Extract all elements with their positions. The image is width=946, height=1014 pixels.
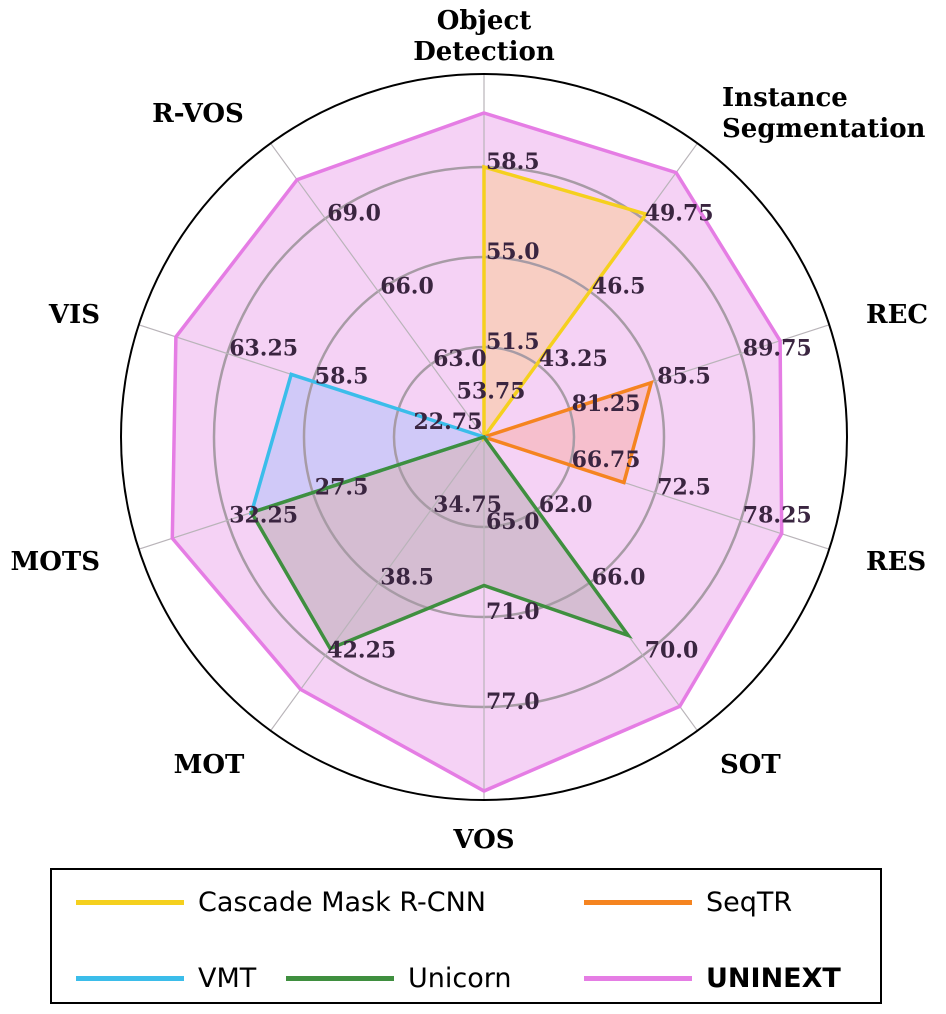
tick-label: 22.75 <box>414 409 483 435</box>
tick-label: 70.0 <box>645 637 699 663</box>
tick-label: 27.5 <box>315 475 369 501</box>
legend-item-unicorn: Unicorn <box>286 958 511 998</box>
axis-label: RES <box>866 547 926 577</box>
tick-label: 43.25 <box>539 346 608 372</box>
legend-item-vmt: VMT <box>76 958 256 998</box>
tick-label: 85.5 <box>657 363 711 389</box>
axis-label: MOTS <box>10 547 100 577</box>
tick-label: 81.25 <box>572 391 641 417</box>
grid-spoke <box>270 142 485 438</box>
series-line-cascade-mask-r-cnn <box>482 164 649 443</box>
tick-label: 32.25 <box>229 502 298 528</box>
tick-label: 63.0 <box>433 346 487 372</box>
series-fill-unicorn <box>251 437 629 649</box>
legend-label: SeqTR <box>706 886 793 918</box>
axis-label: VOS <box>452 825 514 855</box>
tick-label: 77.0 <box>486 689 540 715</box>
axis-label: MOT <box>174 750 245 780</box>
tick-label: 66.0 <box>592 565 646 591</box>
legend-item-uninext: UNINEXT <box>584 958 841 998</box>
legend-label: UNINEXT <box>706 962 841 994</box>
tick-label: 49.75 <box>645 201 714 227</box>
series-line-unicorn <box>248 434 633 651</box>
tick-label: 71.0 <box>486 599 540 625</box>
legend-swatch <box>584 975 692 981</box>
tick-label: 72.5 <box>657 475 711 501</box>
legend-swatch <box>584 899 692 905</box>
axis-label: VIS <box>48 300 100 330</box>
tick-label: 34.75 <box>433 492 502 518</box>
outer-frame <box>120 73 848 801</box>
legend-swatch <box>76 899 184 905</box>
tick-label: 55.0 <box>486 239 540 265</box>
grid-spoke <box>270 436 485 732</box>
tick-label: 63.25 <box>229 336 298 362</box>
tick-label: 42.25 <box>327 637 396 663</box>
tick-label: 58.5 <box>486 149 540 175</box>
tick-label: 46.5 <box>592 273 646 299</box>
series-line-seqtr <box>478 380 654 485</box>
tick-label: 38.5 <box>380 565 434 591</box>
legend-item-seqtr: SeqTR <box>584 882 792 922</box>
legend-swatch <box>286 975 394 981</box>
tick-label: 66.75 <box>572 447 641 473</box>
tick-label: 78.25 <box>743 502 812 528</box>
series-fill-cascade-mask-r-cnn <box>484 167 646 437</box>
axis-label: R-VOS <box>152 99 244 129</box>
tick-label: 51.5 <box>486 329 540 355</box>
tick-label: 53.75 <box>457 379 526 405</box>
radar-chart: 51.5 55.0 58.5 43.25 46.5 49.75 81.25 85.5 89.75… <box>10 6 928 855</box>
axis-label: REC <box>866 300 928 330</box>
axis-label: SOT <box>720 750 781 780</box>
tick-label: 65.0 <box>486 509 540 535</box>
legend-label: Unicorn <box>408 962 512 994</box>
legend: Cascade Mask R-CNN SeqTR VMT Unicorn UNI… <box>50 868 882 1004</box>
tick-label: 89.75 <box>743 336 812 362</box>
tick-label: 69.0 <box>327 201 381 227</box>
series-line-uninext <box>170 111 784 793</box>
series-fill-seqtr <box>484 382 652 483</box>
legend-label: Cascade Mask R-CNN <box>198 886 486 918</box>
tick-label: 58.5 <box>315 363 369 389</box>
legend-item-cascade-mask-rcnn: Cascade Mask R-CNN <box>76 882 486 922</box>
tick-label: 62.0 <box>539 492 593 518</box>
legend-label: VMT <box>198 962 257 994</box>
tick-label: 66.0 <box>380 273 434 299</box>
legend-swatch <box>76 975 184 981</box>
